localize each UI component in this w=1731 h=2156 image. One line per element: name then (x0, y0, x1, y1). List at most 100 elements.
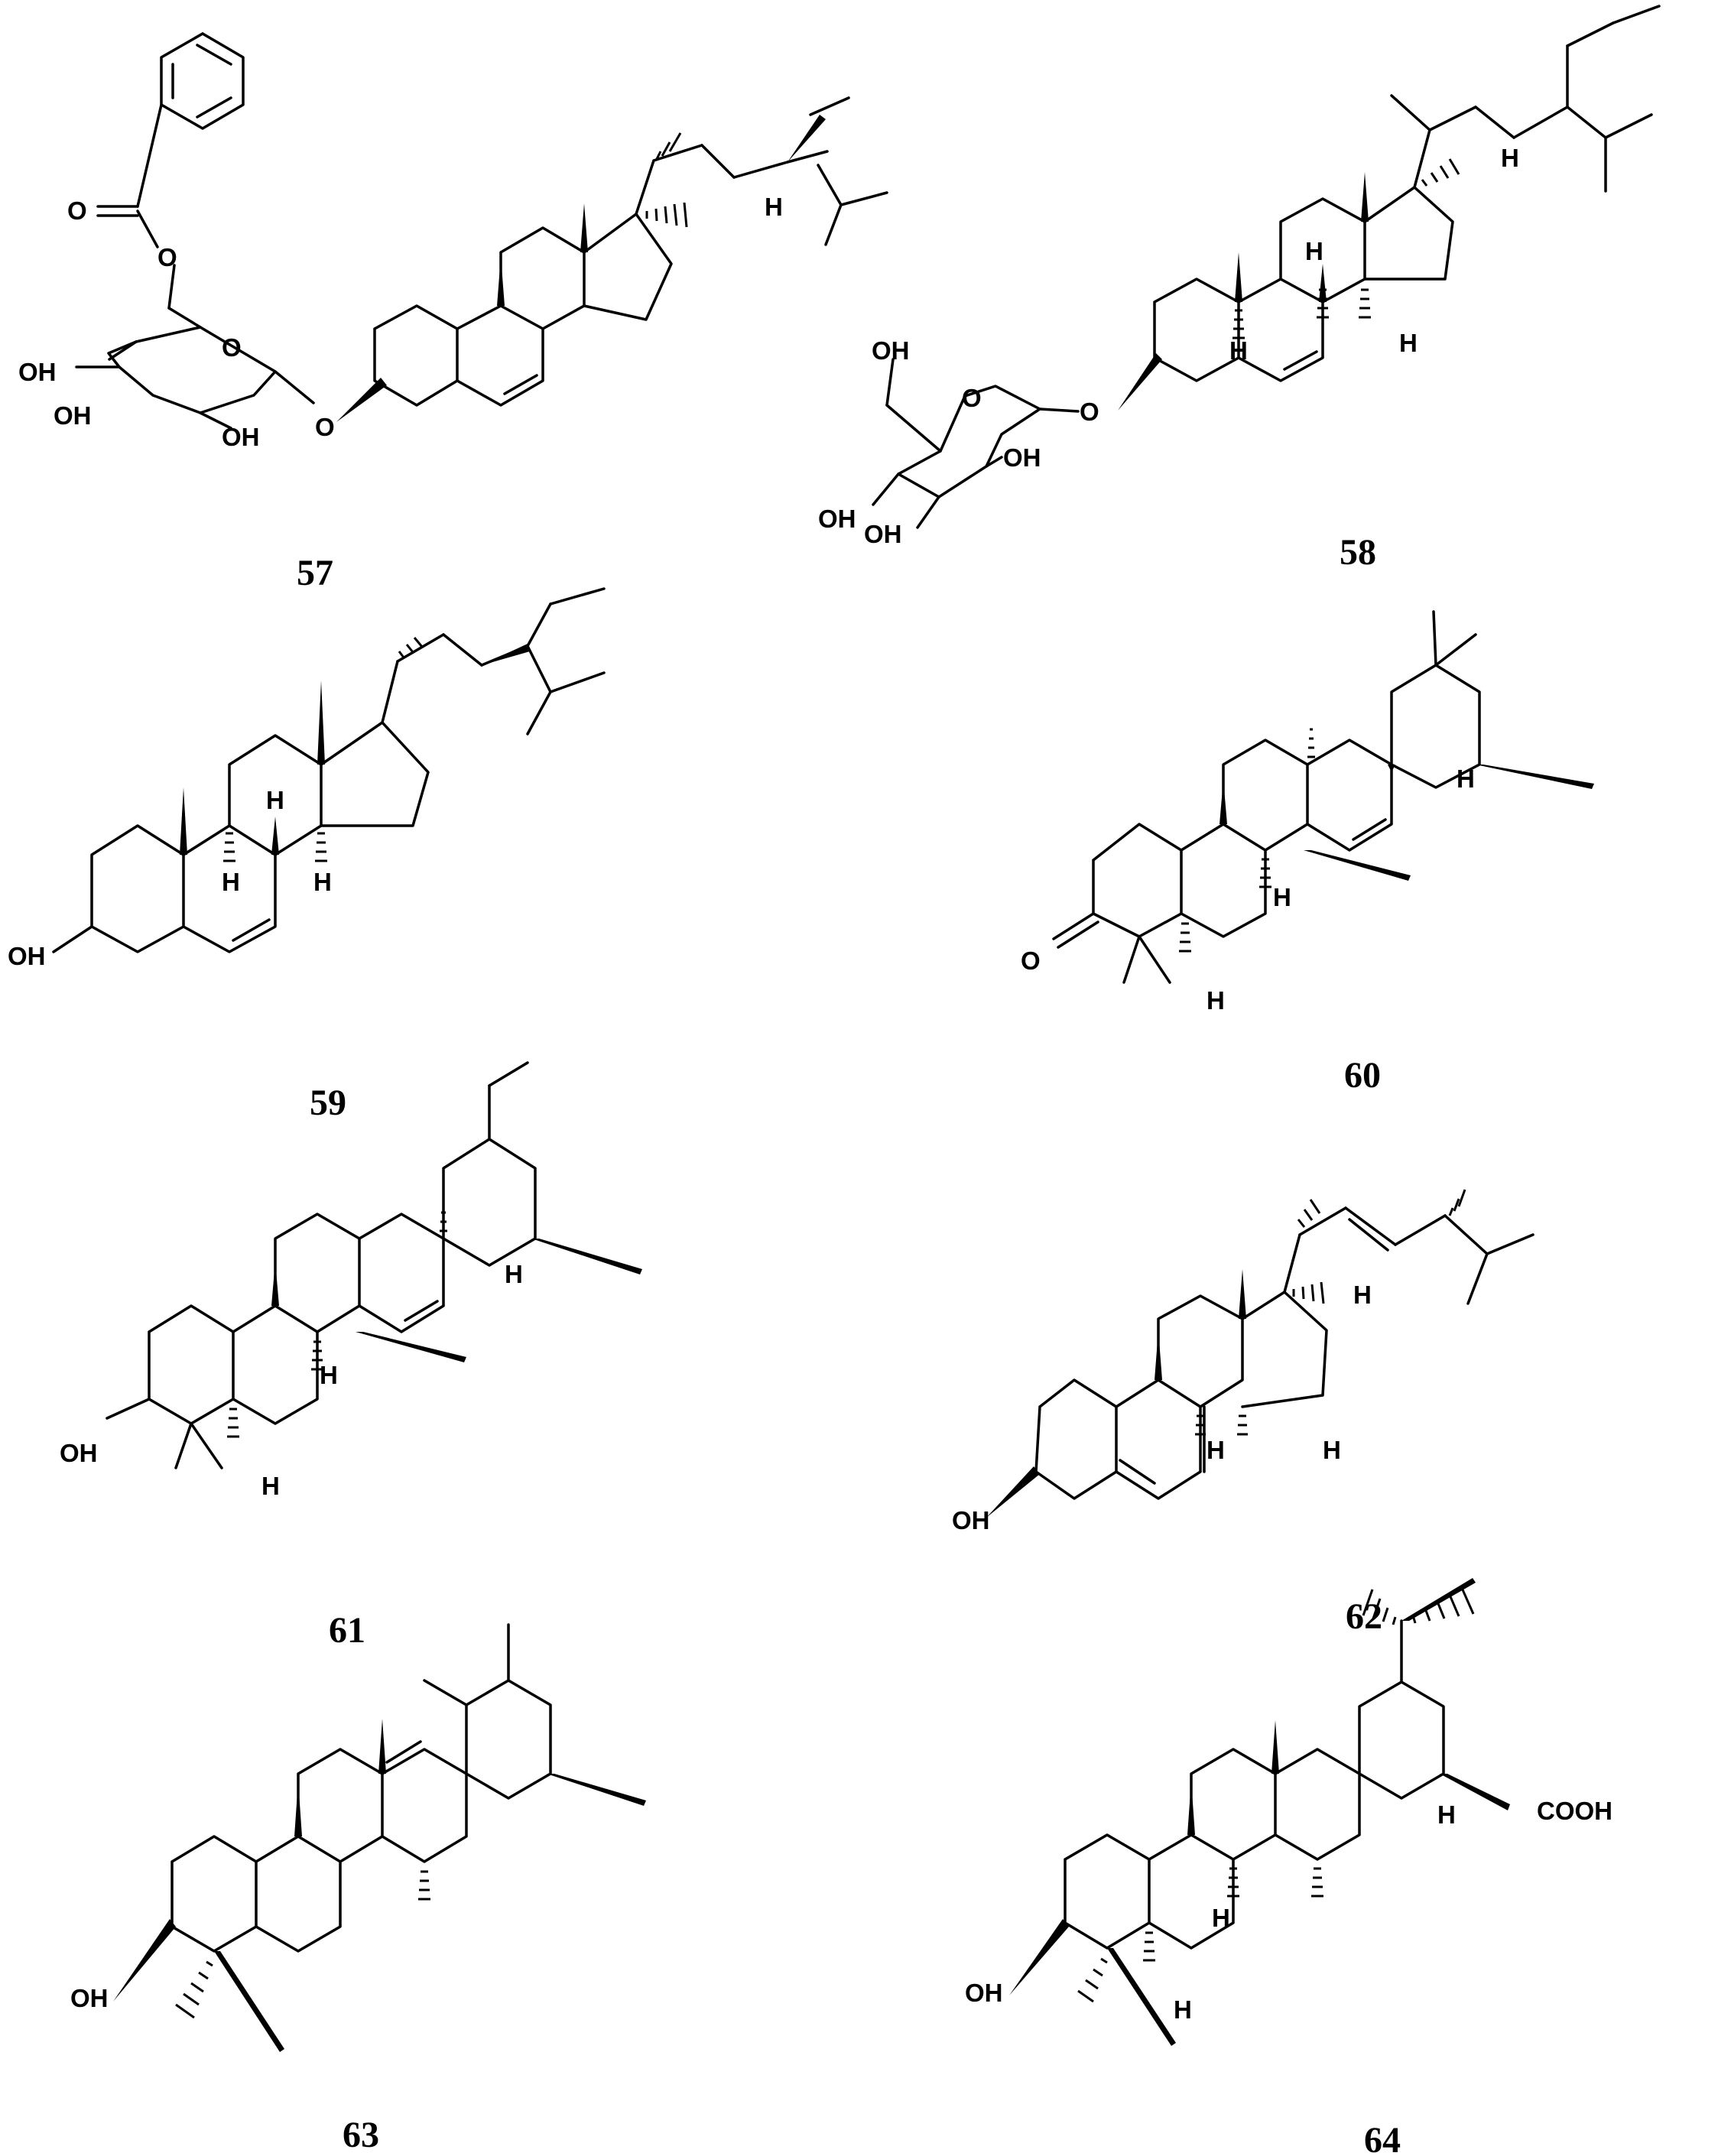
compound-57-number: 57 (297, 553, 333, 593)
compound-63-wedge-bond (378, 1719, 386, 1774)
compound-58-wedge-bond (1361, 172, 1369, 222)
compound-61-skeleton (106, 1061, 537, 1469)
compound-57-atom-label: O (158, 243, 177, 271)
compound-60-atom-label: H (1273, 883, 1291, 911)
compound-64-wedge-bond (1271, 1720, 1279, 1774)
compound-62-atom-label: H (1353, 1281, 1372, 1309)
compound-57-wedge-bond (497, 257, 505, 306)
compound-59-atom-label: H (313, 868, 332, 896)
compound-57-atom-label: O (315, 413, 335, 441)
compound-59-wedge-bond (180, 787, 187, 855)
compound-58-atom-label: OH (864, 520, 902, 548)
compound-58-wedge-bond (1235, 252, 1242, 302)
compound-59-wedge-bond (271, 817, 279, 855)
compound-62-skeleton (1034, 1206, 1535, 1500)
compound-64-atom-label: OH (965, 1979, 1003, 2007)
compound-57-wedge-bond (580, 203, 588, 252)
compound-60-wedge-bond (1388, 765, 1395, 772)
compound-63: OH 63 (70, 1623, 646, 2155)
compound-64-wedge-bond (1187, 1781, 1195, 1835)
compound-59-atom-label: H (266, 786, 284, 814)
compound-58-atom-label: OH (872, 336, 910, 365)
compound-61-wedge-bond (356, 1332, 466, 1362)
compound-58-skeleton (872, 5, 1661, 529)
compound-62-number: 62 (1346, 1596, 1382, 1637)
compound-61-hash-bond (227, 1211, 447, 1438)
compound-61-wedge-bond (271, 1261, 279, 1306)
compound-64: OH H H H COOH 64 (965, 1578, 1612, 2156)
compound-57-atom-label: O (67, 196, 87, 225)
compound-58-atom-label: OH (1003, 443, 1041, 472)
compound-60-atom-label: H (1457, 765, 1475, 793)
compound-64-atom-label: H (1174, 1995, 1192, 2024)
compound-63-wedge-bond (294, 1781, 302, 1836)
compound-59-hash-bond (223, 637, 424, 862)
compound-57-atom-label: OH (18, 358, 57, 386)
compound-57-atom-label: O (222, 333, 242, 362)
compound-59: OH H H H 59 (8, 587, 606, 1123)
compound-60-wedge-bond (1219, 780, 1227, 824)
compound-61-atom-label: H (261, 1472, 280, 1500)
compound-57-atom-label: H (765, 193, 783, 221)
compound-57-atom-label: OH (54, 401, 92, 430)
compound-64-wedge-bond (1401, 1578, 1476, 1621)
compound-57-wedge-bond (788, 115, 826, 162)
compound-64-wedge-bond (1440, 1774, 1510, 1810)
compound-64-wedge-bond (1107, 1948, 1176, 2046)
compound-63-hash-bond (175, 1870, 430, 2019)
compound-60-number: 60 (1344, 1055, 1381, 1096)
compound-63-atom-label: OH (70, 1984, 109, 2012)
compound-58-atom-label: H (1501, 144, 1519, 172)
compound-61: OH H H H 61 (60, 1061, 642, 1651)
compound-61-atom-label: OH (60, 1439, 98, 1467)
compound-63-wedge-bond (113, 1919, 176, 2002)
compound-60-wedge-bond (1476, 765, 1594, 789)
compound-60-wedge-bond (1304, 850, 1411, 881)
compound-57-skeleton (75, 32, 888, 430)
compound-58-atom-label: H (1399, 329, 1418, 357)
compound-57-wedge-bond (336, 378, 387, 422)
compound-61-atom-label: H (505, 1260, 523, 1288)
compound-63-number: 63 (343, 2115, 379, 2155)
compound-62-wedge-bond (986, 1466, 1040, 1518)
compound-62-wedge-bond (1239, 1269, 1246, 1319)
compound-64-atom-label: H (1437, 1800, 1456, 1829)
compound-58-wedge-bond (1319, 264, 1327, 302)
compound-58-atom-label: H (1229, 336, 1248, 365)
compound-64-hash-bond (1077, 1587, 1475, 2003)
compound-59-wedge-bond (317, 680, 325, 765)
compound-58-atom-label: O (1080, 398, 1099, 426)
compound-58-atom-label: O (962, 384, 982, 412)
compound-64-skeleton (1064, 1619, 1445, 1950)
compound-60-hash-bond (1179, 728, 1315, 953)
compound-62-atom-label: OH (952, 1506, 990, 1534)
compound-59-atom-label: OH (8, 942, 46, 970)
compound-58-hash-bond (1232, 158, 1460, 339)
compound-58-number: 58 (1340, 532, 1376, 573)
compound-57: O O O OH OH OH O H 57 (18, 32, 888, 593)
compound-64-wedge-bond (1009, 1919, 1069, 1995)
compound-57-hash-bond (645, 132, 688, 228)
compound-61-number: 61 (329, 1610, 365, 1651)
compound-60: O H H H 60 (1021, 610, 1594, 1096)
compound-62-atom-label: H (1207, 1436, 1225, 1464)
compound-58-atom-label: H (1305, 237, 1323, 265)
compound-63-skeleton (171, 1623, 552, 1953)
compound-60-atom-label: H (1207, 986, 1225, 1015)
compound-59-skeleton (52, 587, 606, 953)
compound-62-atom-label: H (1323, 1436, 1341, 1464)
compound-64-atom-label: COOH (1537, 1797, 1612, 1825)
compound-63-wedge-bond (214, 1951, 284, 2052)
compound-64-atom-label: H (1212, 1904, 1230, 1932)
compound-63-wedge-bond (547, 1774, 646, 1806)
compound-62: OH H H H 62 (952, 1189, 1535, 1637)
compound-59-atom-label: H (222, 868, 240, 896)
compound-58: OH O O OH OH OH H H H H 58 (818, 5, 1661, 573)
compound-58-wedge-bond (1118, 353, 1162, 411)
compound-58-atom-label: OH (818, 505, 856, 533)
compound-60-atom-label: O (1021, 946, 1041, 975)
compound-61-wedge-bond (531, 1239, 642, 1274)
compound-62-hash-bond (1195, 1189, 1466, 1436)
compound-57-atom-label: OH (222, 423, 260, 451)
